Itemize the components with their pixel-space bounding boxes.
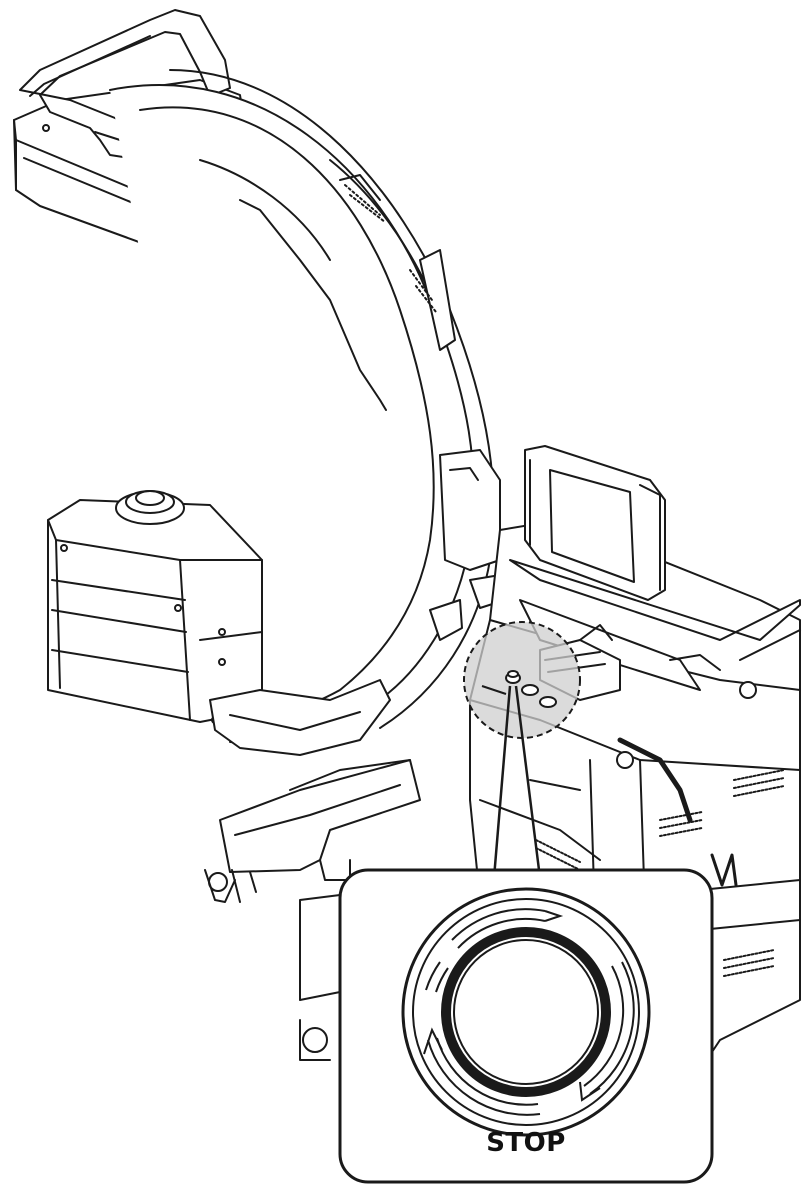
monitor [524, 445, 666, 601]
base-arm [219, 759, 421, 881]
emergency-stop-button-icon [401, 887, 651, 1137]
callout-pointer [492, 685, 542, 879]
xray-tube-housing [47, 490, 263, 724]
stop-label: STOP [486, 1128, 566, 1158]
stop-button-highlight [463, 621, 581, 739]
caster-wheel-left [204, 869, 257, 903]
arc-bottom-joint [209, 679, 391, 756]
